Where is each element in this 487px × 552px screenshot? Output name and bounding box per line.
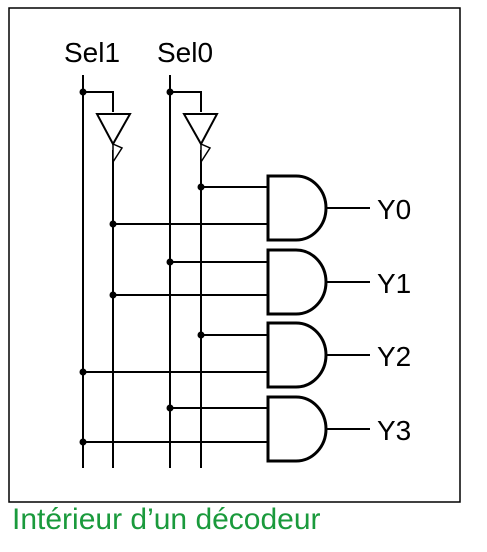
junction-sel0-inverter <box>166 88 174 96</box>
inverter-sel0 <box>182 113 219 147</box>
wire-sel0-to-inverter <box>170 91 202 112</box>
junction-sel1-inverter <box>79 88 87 96</box>
input-label-sel1: Sel1 <box>64 37 120 68</box>
junction-gate1-b <box>109 291 117 299</box>
and-gate-0 <box>266 174 328 242</box>
junction-gate3-b <box>79 438 87 446</box>
inverter-sel1-bubble <box>112 142 124 165</box>
wire-sel1-to-inverter <box>83 91 114 112</box>
inverter-sel0-bubble <box>200 142 212 165</box>
junction-gate1-a <box>166 258 174 266</box>
and-gate-1 <box>266 248 328 316</box>
and-gate-2 <box>266 321 328 389</box>
and-gate-3 <box>266 395 328 463</box>
input-label-sel0: Sel0 <box>157 37 213 68</box>
output-label-y1: Y1 <box>377 268 411 299</box>
diagram-caption: Intérieur d’un décodeur <box>12 503 321 536</box>
output-label-y0: Y0 <box>377 194 411 225</box>
junction-gate0-a <box>197 183 205 191</box>
output-label-y2: Y2 <box>377 341 411 372</box>
junction-gate0-b <box>109 220 117 228</box>
diagram-frame <box>8 7 461 503</box>
output-label-y3: Y3 <box>377 415 411 446</box>
junction-gate3-a <box>166 404 174 412</box>
junction-gate2-a <box>197 331 205 339</box>
inverter-sel1 <box>95 113 132 147</box>
junction-gate2-b <box>79 368 87 376</box>
